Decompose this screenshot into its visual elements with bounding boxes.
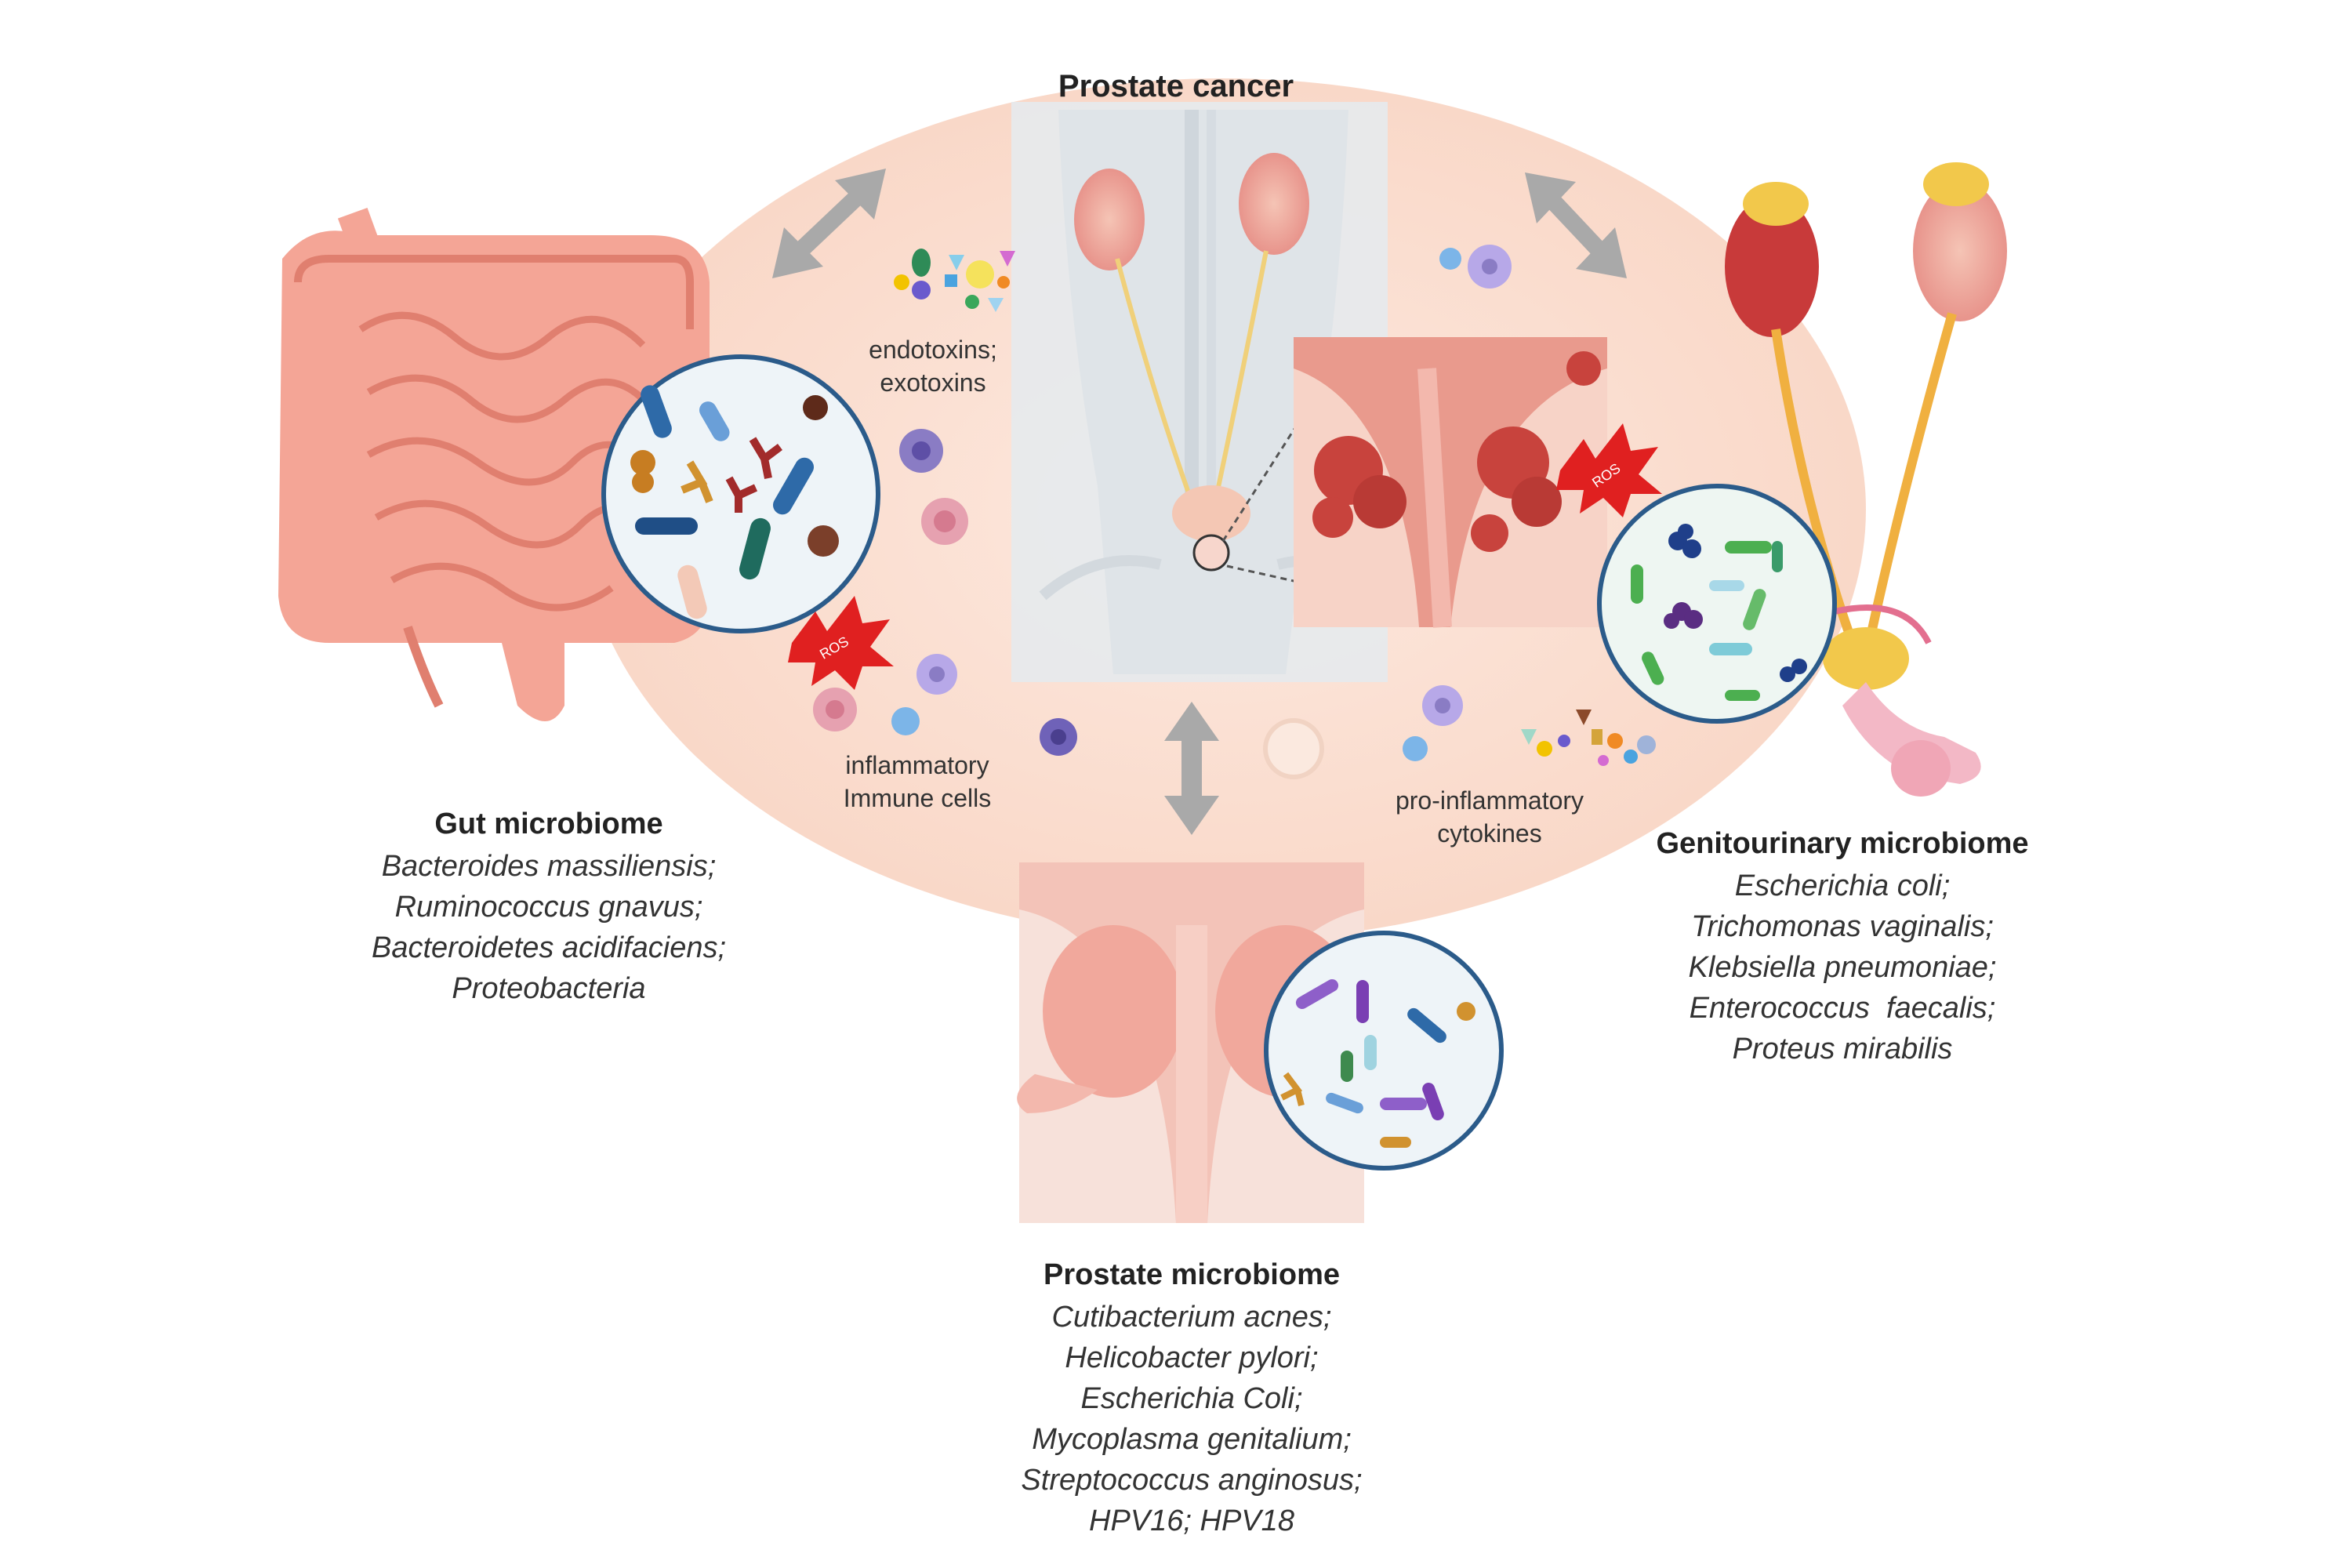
figure-title: Prostate cancer	[1058, 69, 1294, 103]
gut-species-1: Bacteroides massiliensis;	[381, 850, 717, 883]
genitourinary-illustration	[1725, 162, 2007, 797]
cytokine-molecules	[1521, 710, 1656, 766]
genitourinary-species-3: Klebsiella pneumoniae;	[1688, 951, 1997, 984]
arrow-prostate-microbiome	[1164, 702, 1219, 835]
left-kidney	[1074, 169, 1145, 270]
gut-bacteria-circle	[601, 354, 880, 633]
prostate-microbiome-block: Prostate microbiome Cutibacterium acnes;…	[941, 1258, 1443, 1541]
toxins-line-1: endotoxins;	[869, 336, 997, 364]
prostate-microbiome-title: Prostate microbiome	[1044, 1258, 1340, 1291]
prostate-tumor-inset	[1294, 337, 1607, 628]
cytokines-line-2: cytokines	[1437, 819, 1542, 848]
bladder	[1172, 485, 1250, 542]
genitourinary-species-5: Proteus mirabilis	[1732, 1033, 1953, 1065]
immune-cells	[813, 245, 1512, 779]
genitourinary-species-1: Escherichia coli;	[1734, 869, 1951, 902]
prostate-species-5: Streptococcus anginosus;	[1021, 1464, 1363, 1497]
arrow-prostate-genitourinary	[1525, 172, 1627, 278]
ros-burst-right: ROS	[1556, 423, 1662, 517]
genitourinary-microbiome-block: Genitourinary microbiome Escherichia col…	[1592, 827, 2093, 1069]
prostate-species-4: Mycoplasma genitalium;	[1032, 1423, 1352, 1456]
toxins-label: endotoxins; exotoxins	[815, 333, 1051, 399]
genitourinary-bacteria-circle	[1597, 484, 1837, 724]
gut-microbiome-title: Gut microbiome	[434, 808, 663, 840]
genitourinary-species-4: Enterococcus faecalis;	[1689, 992, 1996, 1025]
toxins-line-2: exotoxins	[880, 368, 986, 397]
gut-species-2: Ruminococcus gnavus;	[394, 891, 703, 924]
immune-line-1: inflammatory	[845, 751, 989, 779]
immune-cells-label: inflammatory Immune cells	[800, 749, 1035, 815]
arrow-gut-prostate	[772, 169, 886, 278]
ureter-left	[1115, 258, 1194, 503]
genitourinary-species-2: Trichomonas vaginalis;	[1691, 910, 1994, 943]
ureter-right	[1213, 250, 1269, 503]
gut-microbiome-block: Gut microbiome Bacteroides massiliensis;…	[298, 808, 800, 1009]
prostate-species-3: Escherichia Coli;	[1080, 1382, 1303, 1415]
toxin-molecules	[894, 249, 1015, 312]
gut-species-3: Bacteroidetes acidifaciens;	[371, 931, 727, 964]
prostate-species-2: Helicobacter pylori;	[1065, 1341, 1319, 1374]
prostate-species-1: Cutibacterium acnes;	[1051, 1301, 1332, 1334]
cytokines-label: pro-inflammatory cytokines	[1364, 784, 1615, 850]
intestine-illustration	[278, 207, 710, 721]
prostate-species-6: HPV16; HPV18	[1089, 1504, 1294, 1537]
right-kidney	[1239, 153, 1309, 255]
genitourinary-microbiome-title: Genitourinary microbiome	[1656, 827, 2029, 860]
cytokines-line-1: pro-inflammatory	[1395, 786, 1584, 815]
prostate-zoom-marker	[1192, 534, 1230, 572]
ros-burst-left: ROS	[788, 596, 894, 690]
gut-species-4: Proteobacteria	[452, 972, 646, 1005]
prostate-bacteria-circle	[1264, 931, 1504, 1171]
immune-line-2: Immune cells	[843, 784, 992, 812]
